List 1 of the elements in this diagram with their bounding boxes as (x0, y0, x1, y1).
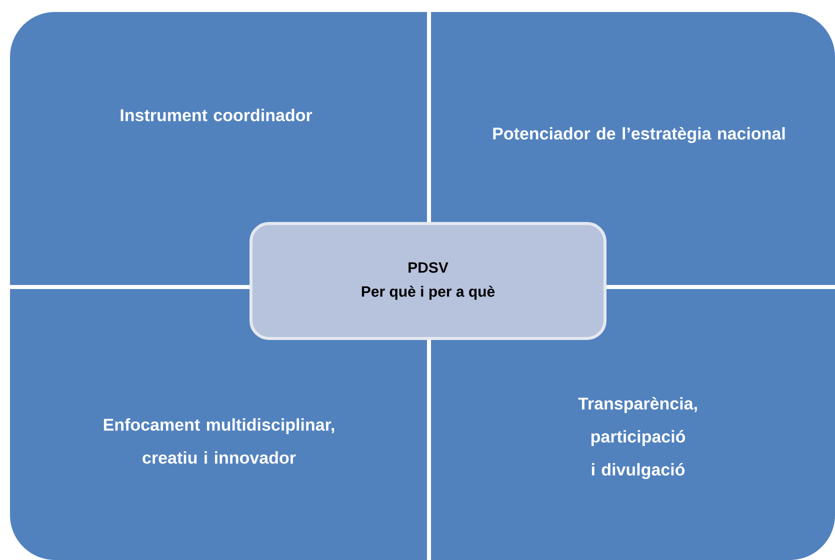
center-box: PDSV Per què i per a què (250, 222, 606, 340)
